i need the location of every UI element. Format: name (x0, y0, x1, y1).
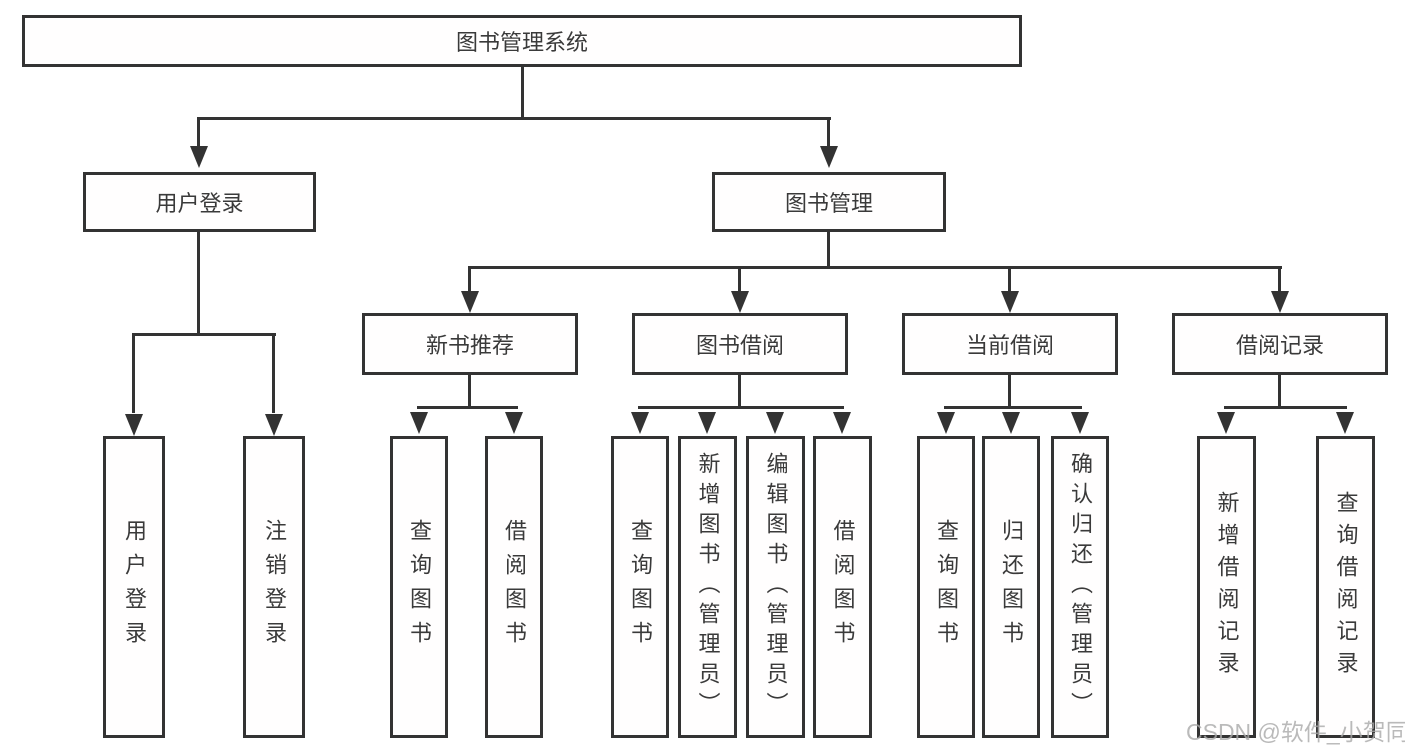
connector-shaft (272, 333, 275, 413)
arrowhead-icon (1271, 291, 1289, 313)
leaf-label: 借阅图书 (830, 519, 856, 655)
leaf-label: 归还图书 (999, 519, 1024, 655)
leaf-add-borrow-record: 新增借阅记录 (1197, 436, 1256, 738)
leaf-logout: 注销登录 (243, 436, 305, 738)
arrowhead-icon (833, 412, 851, 434)
node-user-login: 用户登录 (83, 172, 316, 232)
leaf-label: 查询借阅记录 (1333, 491, 1359, 683)
connector-new-book-stem (468, 375, 471, 409)
connector-rail (1224, 406, 1347, 409)
leaf-label: 查询图书 (628, 519, 653, 655)
connector-book-mgmt-stem (827, 232, 830, 268)
connector-rail (944, 406, 1082, 409)
leaf-label: 新增图书（管理员） (695, 452, 721, 722)
leaf-borrow-books-2: 借阅图书 (813, 436, 872, 738)
connector-book-borrow-stem (738, 375, 741, 409)
arrowhead-icon (631, 412, 649, 434)
arrowhead-icon (505, 412, 523, 434)
leaf-query-books-1: 查询图书 (390, 436, 448, 738)
leaf-query-books-2: 查询图书 (611, 436, 669, 738)
connector-shaft (738, 266, 741, 294)
leaf-borrow-books-1: 借阅图书 (485, 436, 543, 738)
arrowhead-icon (125, 414, 143, 436)
arrowhead-icon (1002, 412, 1020, 434)
leaf-confirm-return-admin: 确认归还（管理员） (1051, 436, 1109, 738)
arrowhead-icon (1336, 412, 1354, 434)
connector-user-login-stem (197, 232, 200, 336)
node-current-borrow: 当前借阅 (902, 313, 1118, 375)
connector-shaft (1278, 266, 1281, 294)
arrowhead-icon (766, 412, 784, 434)
node-borrow-record: 借阅记录 (1172, 313, 1388, 375)
leaf-label: 查询图书 (934, 519, 959, 655)
connector-current-borrow-stem (1008, 375, 1011, 409)
leaf-return-book: 归还图书 (982, 436, 1040, 738)
node-book-borrow: 图书借阅 (632, 313, 848, 375)
arrowhead-icon (731, 291, 749, 313)
arrowhead-icon (461, 291, 479, 313)
leaf-query-books-3: 查询图书 (917, 436, 975, 738)
leaf-label: 查询图书 (407, 519, 432, 655)
connector-shaft (468, 266, 471, 294)
connector-root-stem (521, 67, 524, 119)
connector-shaft (1008, 266, 1011, 294)
connector-rail (638, 406, 844, 409)
connector-shaft (132, 333, 135, 413)
arrowhead-icon (1071, 412, 1089, 434)
arrowhead-icon (1001, 291, 1019, 313)
leaf-edit-book-admin: 编辑图书（管理员） (746, 436, 805, 738)
node-new-book-recommend: 新书推荐 (362, 313, 578, 375)
arrowhead-icon (698, 412, 716, 434)
connector-shaft (197, 117, 200, 150)
leaf-label: 用户登录 (122, 519, 147, 655)
arrowhead-icon (937, 412, 955, 434)
csdn-watermark: CSDN @软件_小贺同学 (1186, 719, 1405, 745)
arrowhead-icon (410, 412, 428, 434)
connector-level3-rail (468, 266, 1282, 269)
connector-rail (417, 406, 518, 409)
connector-user-login-rail (132, 333, 276, 336)
arrowhead-icon (190, 146, 208, 168)
arrowhead-icon (820, 146, 838, 168)
leaf-label: 确认归还（管理员） (1068, 452, 1093, 722)
leaf-add-book-admin: 新增图书（管理员） (678, 436, 737, 738)
arrowhead-icon (1217, 412, 1235, 434)
leaf-label: 编辑图书（管理员） (763, 452, 789, 722)
leaf-label: 借阅图书 (502, 519, 527, 655)
arrowhead-icon (265, 414, 283, 436)
connector-borrow-record-stem (1278, 375, 1281, 409)
leaf-label: 新增借阅记录 (1214, 491, 1240, 683)
leaf-label: 注销登录 (262, 519, 287, 655)
node-root: 图书管理系统 (22, 15, 1022, 67)
leaf-query-borrow-record: 查询借阅记录 (1316, 436, 1375, 738)
connector-shaft (827, 117, 830, 150)
connector-level2-rail (197, 117, 831, 120)
leaf-user-login: 用户登录 (103, 436, 165, 738)
node-book-management: 图书管理 (712, 172, 946, 232)
